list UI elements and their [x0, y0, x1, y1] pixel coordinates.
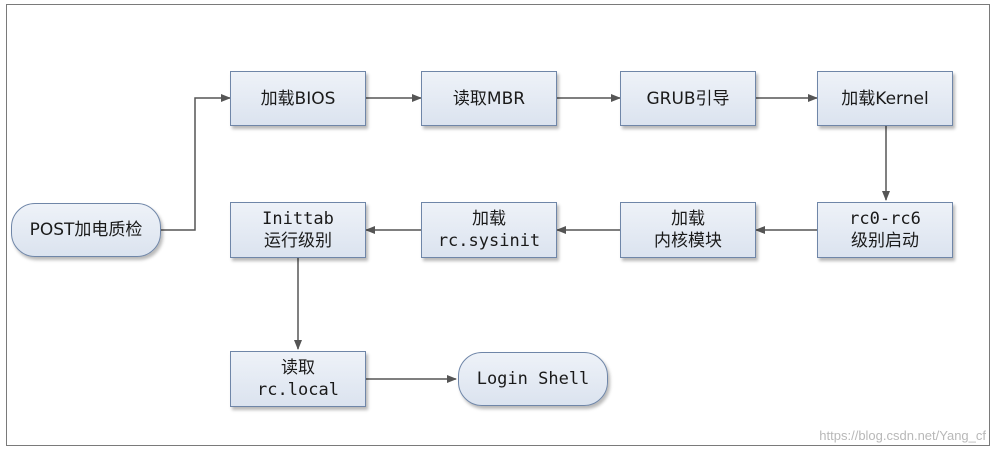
- node-grub: GRUB引导: [620, 71, 756, 126]
- node-load-bios-label: 加载BIOS: [260, 88, 336, 109]
- node-sysinit-line2: rc.sysinit: [437, 231, 541, 251]
- node-login-shell: Login Shell: [458, 352, 608, 406]
- node-rc-local: 读取 rc.local: [230, 351, 366, 407]
- node-load-kernel: 加载Kernel: [817, 71, 953, 126]
- node-kernel-modules-line1: 加载: [671, 209, 705, 229]
- edge-post-to-bios: [161, 94, 231, 231]
- node-sysinit-line1: 加载: [472, 209, 506, 229]
- node-read-mbr-label: 读取MBR: [452, 88, 526, 109]
- node-kernel-modules-line2: 内核模块: [654, 231, 722, 251]
- node-post: POST加电质检: [11, 203, 161, 257]
- diagram-frame: [6, 4, 990, 446]
- node-grub-label: GRUB引导: [646, 88, 730, 109]
- node-rc-local-line2: rc.local: [257, 380, 339, 400]
- node-rc-levels-line1: rc0-rc6: [849, 209, 921, 229]
- node-kernel-modules: 加载 内核模块: [620, 202, 756, 258]
- node-rc-local-line1: 读取: [281, 358, 315, 378]
- node-inittab-line2: 运行级别: [264, 231, 332, 251]
- node-inittab-line1: Inittab: [262, 209, 334, 229]
- node-login-shell-label: Login Shell: [476, 369, 590, 389]
- watermark-text: https://blog.csdn.net/Yang_cf: [819, 428, 986, 443]
- node-load-bios: 加载BIOS: [230, 71, 366, 126]
- node-sysinit: 加载 rc.sysinit: [421, 202, 557, 258]
- node-post-label: POST加电质检: [29, 220, 143, 240]
- node-read-mbr: 读取MBR: [421, 71, 557, 126]
- node-inittab: Inittab 运行级别: [230, 202, 366, 258]
- node-rc-levels-line2: 级别启动: [851, 231, 919, 251]
- node-rc-levels: rc0-rc6 级别启动: [817, 202, 953, 258]
- node-load-kernel-label: 加载Kernel: [841, 88, 929, 109]
